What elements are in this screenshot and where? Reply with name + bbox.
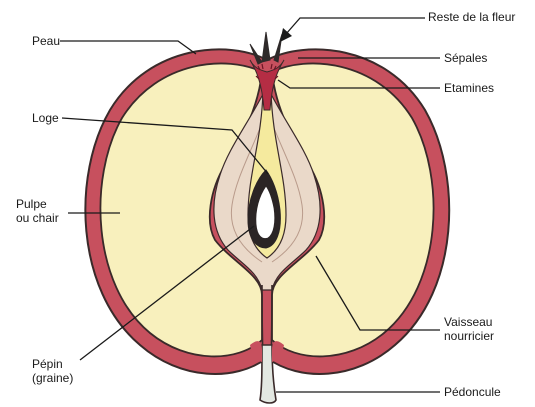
label-sepales: Sépales	[444, 51, 487, 65]
label-pepin: Pépin (graine)	[32, 357, 73, 385]
leader-reste-fleur	[286, 18, 425, 34]
leader-peau	[60, 41, 196, 54]
label-pedoncule: Pédoncule	[444, 385, 501, 399]
label-reste-fleur: Reste de la fleur	[428, 10, 515, 24]
label-etamines: Etamines	[444, 81, 494, 95]
label-loge: Loge	[32, 111, 59, 125]
label-pulpe: Pulpe ou chair	[16, 197, 59, 225]
label-peau: Peau	[32, 34, 60, 48]
label-vaisseau: Vaisseau nourricier	[444, 315, 494, 343]
